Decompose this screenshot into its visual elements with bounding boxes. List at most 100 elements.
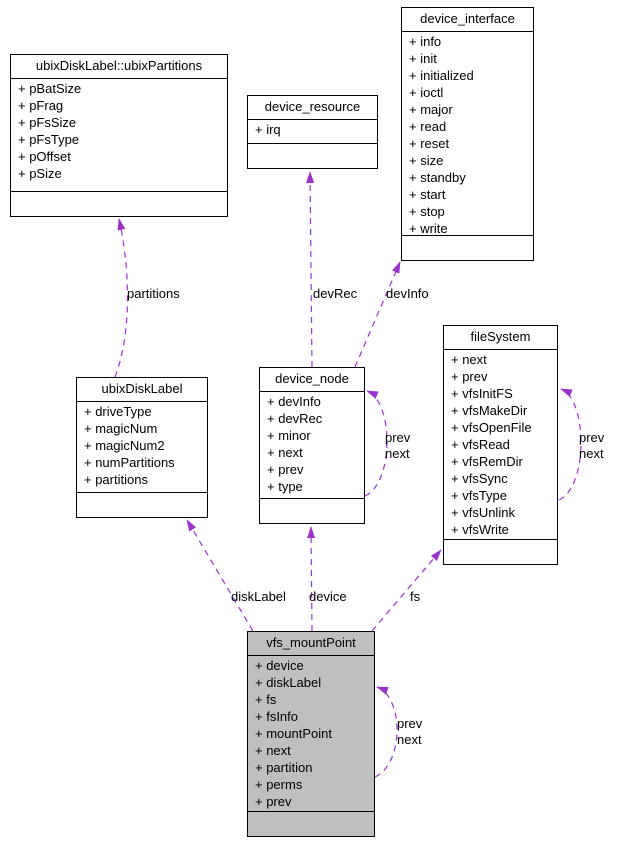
class-member: + vfsWrite	[451, 522, 509, 537]
class-member: + size	[409, 153, 444, 168]
class-empty-compartment	[402, 235, 533, 260]
edge-vfs-mountpoint-self-loop	[374, 686, 398, 778]
class-title: vfs_mountPoint	[248, 632, 374, 656]
edge-label-filesystem-self: prev next	[579, 430, 604, 462]
class-member: + vfsOpenFile	[451, 420, 532, 435]
class-title: device_interface	[402, 8, 533, 32]
class-member: + info	[409, 34, 442, 49]
edge-label-next: next	[385, 446, 410, 461]
edge-partitions	[114, 218, 129, 378]
class-title: device_resource	[248, 96, 377, 120]
class-member: + perms	[255, 777, 303, 792]
class-member: + initialized	[409, 68, 474, 83]
class-member: + pFsType	[18, 132, 80, 147]
class-member: + device	[255, 658, 304, 673]
class-member: + diskLabel	[255, 675, 322, 690]
edge-label-fs: fs	[410, 589, 421, 604]
edge-devinfo	[354, 261, 401, 368]
class-member: + write	[409, 221, 448, 235]
class-members: + pBatSize + pFrag + pFsSize + pFsType + pOf…	[11, 79, 227, 191]
class-member: + vfsRemDir	[451, 454, 523, 469]
class-title: ubixDiskLabel::ubixPartitions	[11, 55, 227, 79]
class-box-device-interface[interactable]: device_interface + info + init + initializ…	[401, 7, 534, 261]
class-box-filesystem[interactable]: fileSystem + next + prev + vfsInitFS + vfsM…	[443, 325, 558, 565]
class-member: + driveType	[84, 404, 152, 419]
class-member: + partition	[255, 760, 313, 775]
class-member: + next	[255, 743, 291, 758]
class-member: + stop	[409, 204, 445, 219]
class-member: + prev	[451, 369, 488, 384]
class-empty-compartment	[260, 498, 364, 523]
class-member: + read	[409, 119, 447, 134]
edge-device	[307, 526, 316, 632]
edge-label-devrec: devRec	[313, 286, 358, 301]
edge-fs	[371, 549, 442, 632]
edge-devrec	[306, 171, 315, 368]
edge-label-vfs-mountpoint-self: prev next	[397, 716, 422, 748]
class-empty-compartment	[11, 191, 227, 216]
class-member: + standby	[409, 170, 466, 185]
class-member: + prev	[267, 462, 304, 477]
class-member: + devInfo	[267, 394, 321, 409]
class-empty-compartment	[77, 492, 207, 517]
class-member: + next	[451, 352, 487, 367]
class-member: + vfsType	[451, 488, 507, 503]
edge-label-next: next	[397, 732, 422, 747]
edge-label-prev: prev	[397, 716, 423, 731]
class-member: + pOffset	[18, 149, 71, 164]
class-member: + init	[409, 51, 437, 66]
edge-filesystem-self-loop	[558, 388, 582, 501]
class-member: + vfsSync	[451, 471, 508, 486]
class-members: + next + prev + vfsInitFS + vfsMakeDir + vfs…	[444, 350, 557, 539]
class-members: + driveType + magicNum + magicNum2 + numPar…	[77, 402, 207, 492]
class-box-vfs-mountpoint[interactable]: vfs_mountPoint + device+ diskLabel+ fs+ …	[247, 631, 375, 837]
class-member: + pSize	[18, 166, 62, 181]
edge-label-device-node-self: prev next	[385, 430, 410, 462]
class-member: + ioctl	[409, 85, 444, 100]
class-empty-compartment	[248, 811, 374, 836]
class-member: + vfsInitFS	[451, 386, 513, 401]
edge-device-node-self-loop	[364, 390, 388, 497]
class-title: device_node	[260, 368, 364, 392]
class-empty-compartment	[248, 143, 377, 168]
class-member: + pFrag	[18, 98, 64, 113]
class-member: + type	[267, 479, 303, 494]
class-member: + vfsUnlink	[451, 505, 515, 520]
class-member: + vfsMakeDir	[451, 403, 528, 418]
class-member: + partitions	[84, 472, 148, 487]
class-member: + irq	[255, 122, 281, 137]
class-member: + mountPoint	[255, 726, 332, 741]
class-member: + pFsSize	[18, 115, 77, 130]
edge-label-disklabel: diskLabel	[231, 589, 286, 604]
class-box-device-node[interactable]: device_node + devInfo + devRec + minor + ne…	[259, 367, 365, 524]
class-member: + major	[409, 102, 453, 117]
class-empty-compartment	[444, 539, 557, 564]
class-member: + prev	[255, 794, 292, 809]
class-member: + next	[267, 445, 303, 460]
class-member: + pBatSize	[18, 81, 82, 96]
class-member: + devRec	[267, 411, 323, 426]
class-box-ubixdisklabel[interactable]: ubixDiskLabel + driveType + magicNum + mag…	[76, 377, 208, 518]
class-member: + start	[409, 187, 446, 202]
class-members: + device + diskLabel + fs + fsInfo + mountPo…	[248, 656, 374, 811]
edge-label-prev: prev	[385, 430, 411, 445]
class-members: + info + init + initialized + ioctl + major +…	[402, 32, 533, 235]
edge-disklabel	[186, 519, 254, 632]
class-member: + magicNum	[84, 421, 158, 436]
class-member: + fsInfo	[255, 709, 298, 724]
class-member: + vfsRead	[451, 437, 510, 452]
class-member: + reset	[409, 136, 450, 151]
class-member: + magicNum2	[84, 438, 165, 453]
class-box-device-resource[interactable]: device_resource + irq	[247, 95, 378, 169]
class-member: + minor	[267, 428, 311, 443]
class-member: + fs	[255, 692, 277, 707]
class-box-ubixpartitions[interactable]: ubixDiskLabel::ubixPartitions + pBatSize…	[10, 54, 228, 217]
edge-label-prev: prev	[579, 430, 605, 445]
class-member: + numPartitions	[84, 455, 175, 470]
class-title: ubixDiskLabel	[77, 378, 207, 402]
edge-label-partitions: partitions	[127, 286, 180, 301]
class-title: fileSystem	[444, 326, 557, 350]
class-members: + irq	[248, 120, 377, 143]
edge-label-next: next	[579, 446, 604, 461]
